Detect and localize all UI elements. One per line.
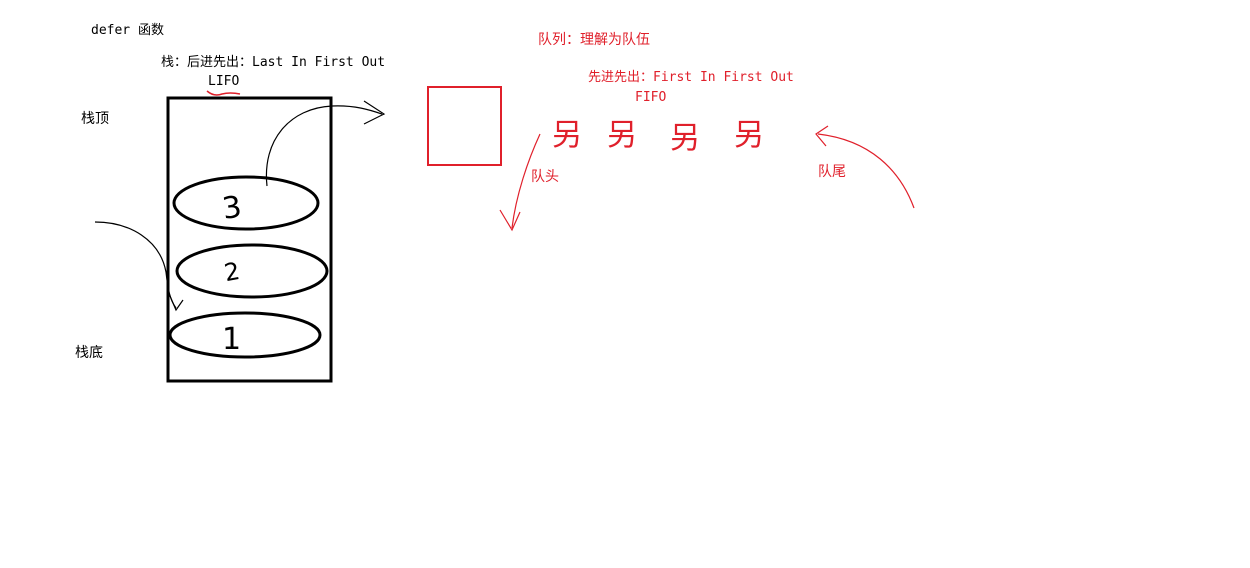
stack-item-1 bbox=[168, 311, 322, 359]
queue-person-4: 另 bbox=[734, 118, 764, 153]
stack-item-3 bbox=[172, 175, 320, 231]
stack-item-2 bbox=[175, 243, 329, 299]
pop-arrow bbox=[265, 105, 383, 187]
pop-arrow-head bbox=[363, 100, 386, 125]
queue-definition: 先进先出：First In First Out bbox=[588, 70, 794, 85]
stack-abbrev: LIFO bbox=[208, 74, 240, 89]
queue-title: 队列：理解为队伍 bbox=[538, 32, 650, 48]
push-arrow bbox=[94, 221, 177, 309]
stack-item-2-label: 2 bbox=[222, 257, 242, 287]
lifo-underline bbox=[206, 90, 241, 96]
stack-bottom-label: 栈底 bbox=[75, 345, 103, 361]
stack-top-label: 栈顶 bbox=[81, 111, 109, 127]
stack-container bbox=[166, 96, 333, 383]
stack-definition: 栈：后进先出：Last In First Out bbox=[161, 55, 386, 70]
queue-person-1: 另 bbox=[552, 118, 582, 153]
queue-head-arrow bbox=[511, 133, 541, 229]
queue-head-label: 队头 bbox=[531, 169, 559, 185]
defer-title: defer 函数 bbox=[91, 23, 164, 38]
queue-tail-label: 队尾 bbox=[818, 164, 846, 180]
queue-abbrev: FIFO bbox=[635, 90, 667, 105]
queue-tail-arrow-head bbox=[815, 125, 829, 147]
dequeued-box bbox=[427, 86, 502, 166]
push-arrow-head bbox=[169, 295, 184, 312]
queue-tail-arrow bbox=[817, 133, 915, 209]
queue-person-2: 另 bbox=[607, 118, 637, 153]
queue-person-3: 另 bbox=[670, 121, 700, 156]
stack-item-1-label: 1 bbox=[222, 322, 241, 357]
stack-item-3-label: 3 bbox=[220, 190, 244, 227]
queue-head-arrow-head bbox=[499, 209, 521, 232]
